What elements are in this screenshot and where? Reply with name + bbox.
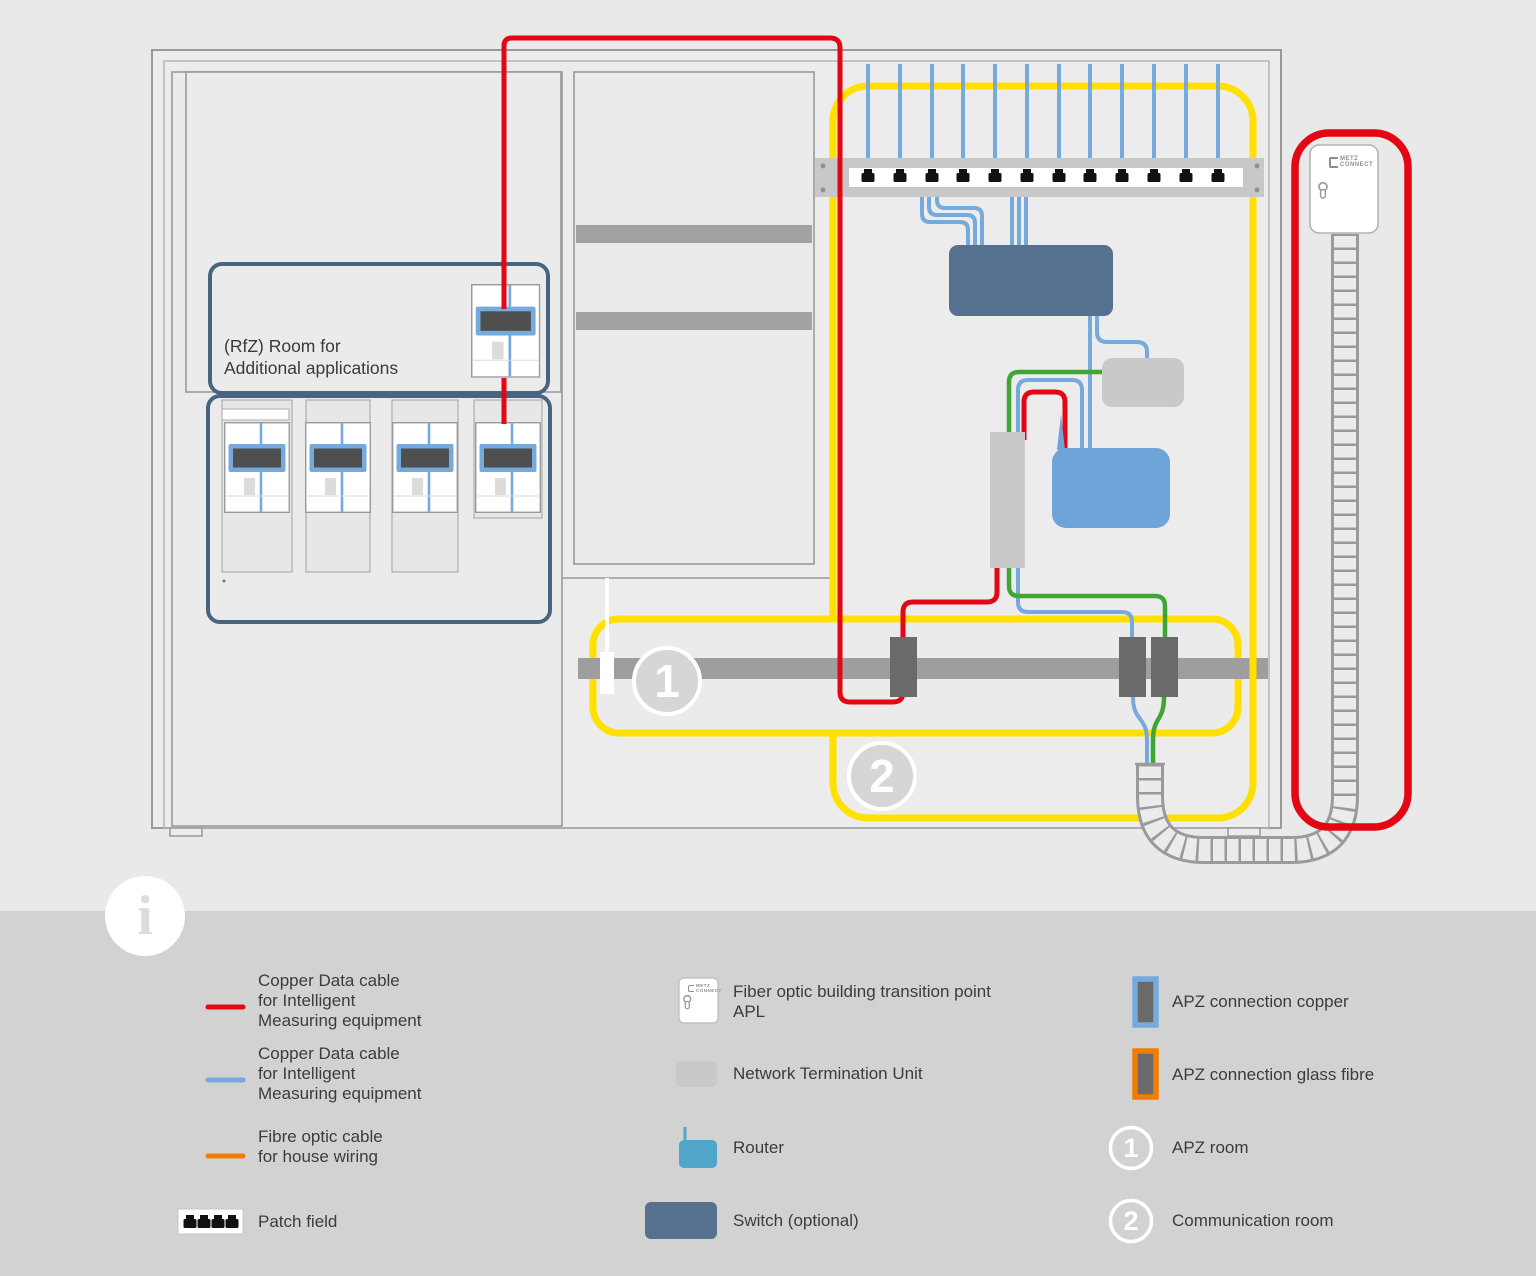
communication-room-region xyxy=(829,82,1257,822)
router-antenna xyxy=(1057,414,1065,450)
cable-duct xyxy=(990,432,1025,568)
white-cable-terminal xyxy=(600,652,614,694)
legend-apz-copper: APZ connection copper xyxy=(1172,992,1349,1011)
communication-room-circle xyxy=(847,741,917,811)
metz-connect-logo-legend: METZ CONNECT xyxy=(688,983,722,993)
cabinet-foot-right xyxy=(1227,827,1261,837)
legend-fibre-orange: Fibre optic cable for house wiring xyxy=(258,1127,383,1166)
apl-region xyxy=(1291,129,1412,831)
legend-router: Router xyxy=(733,1138,785,1157)
patch-to-switch-cables xyxy=(920,197,1028,246)
rfz-box xyxy=(208,262,550,395)
rfz-room-label: (RfZ) Room for Additional applications xyxy=(224,335,398,379)
meter-to-apz-red-cable xyxy=(501,35,906,705)
apz-room-circle xyxy=(632,646,702,716)
room2-legend-circle xyxy=(1108,1198,1154,1244)
apz-down-blue xyxy=(1131,696,1149,768)
legend-apz-fibre: APZ connection glass fibre xyxy=(1172,1065,1375,1084)
router xyxy=(1052,414,1170,528)
legend-apl: Fiber optic building transition point AP… xyxy=(733,982,991,1021)
legend-icons xyxy=(177,976,1159,1244)
apz-room-number: 1 xyxy=(654,655,680,707)
legend-apz-room: APZ room xyxy=(1172,1138,1249,1157)
apz-connection-copper-block xyxy=(890,637,917,697)
metz-logo-mark-icon xyxy=(1329,157,1338,168)
metz-logo-mark-icon xyxy=(688,985,694,992)
corrugated-conduit xyxy=(1135,234,1359,864)
meter-panel xyxy=(206,394,552,624)
rfz-label-line2: Additional applications xyxy=(224,358,399,378)
router-legend-icon xyxy=(679,1127,717,1168)
legend-patch-field: Patch field xyxy=(258,1212,338,1231)
ntu-to-apz-green-cable xyxy=(1006,369,1168,645)
apz-connection-block xyxy=(1151,637,1178,697)
meter-icon xyxy=(306,423,371,513)
din-rail-upper xyxy=(576,225,812,243)
patch-field-icon xyxy=(177,1208,244,1235)
apz-connection-block xyxy=(1119,637,1146,697)
meter-label-strip xyxy=(221,408,290,421)
meter-icon xyxy=(393,423,458,513)
switch-to-ntu-cable xyxy=(1095,316,1149,362)
legend-copper-blue: Copper Data cable for Intelligent Measur… xyxy=(258,1044,422,1103)
apl-box xyxy=(1309,144,1379,234)
rfz-label-line1: (RfZ) Room for xyxy=(224,336,341,356)
patch-panel xyxy=(815,158,1264,197)
legend-background xyxy=(0,911,1536,1276)
legend-ntu: Network Termination Unit xyxy=(733,1064,923,1083)
duct-to-router-red xyxy=(1021,389,1068,448)
apz-fibre-legend-icon xyxy=(1132,1048,1159,1100)
communication-room-number: 2 xyxy=(869,750,895,802)
apz-down-green xyxy=(1150,696,1167,768)
apz-connection-blocks xyxy=(890,637,1178,697)
apz-to-duct-red xyxy=(900,555,1000,640)
keyhole-icon xyxy=(1319,183,1327,198)
meter-icon xyxy=(476,423,541,513)
red-copper-cables xyxy=(501,35,1068,705)
info-icon: i xyxy=(105,876,185,956)
room1-legend-circle xyxy=(1108,1125,1154,1171)
legend-room2-number: 2 xyxy=(1123,1205,1139,1236)
apz-mounting-rail xyxy=(578,658,1268,679)
incoming-blue-cables xyxy=(866,64,1220,160)
apz-copper-legend-icon xyxy=(1132,976,1159,1028)
legend-copper-red: Copper Data cable for Intelligent Measur… xyxy=(258,971,422,1030)
switch-optional xyxy=(949,245,1113,316)
switch-legend-icon xyxy=(645,1202,717,1239)
legend-room1-number: 1 xyxy=(1123,1132,1139,1163)
cabinet-foot-left xyxy=(169,827,203,837)
network-termination-unit xyxy=(1102,358,1184,407)
meter-icon xyxy=(225,423,290,513)
ntu-legend-icon xyxy=(676,1061,717,1087)
legend-switch: Switch (optional) xyxy=(733,1211,859,1230)
din-rail-lower xyxy=(576,312,812,330)
middle-panel xyxy=(562,71,831,579)
metz-connect-logo: METZ CONNECT xyxy=(1329,156,1373,168)
legend-communication-room: Communication room xyxy=(1172,1211,1334,1230)
